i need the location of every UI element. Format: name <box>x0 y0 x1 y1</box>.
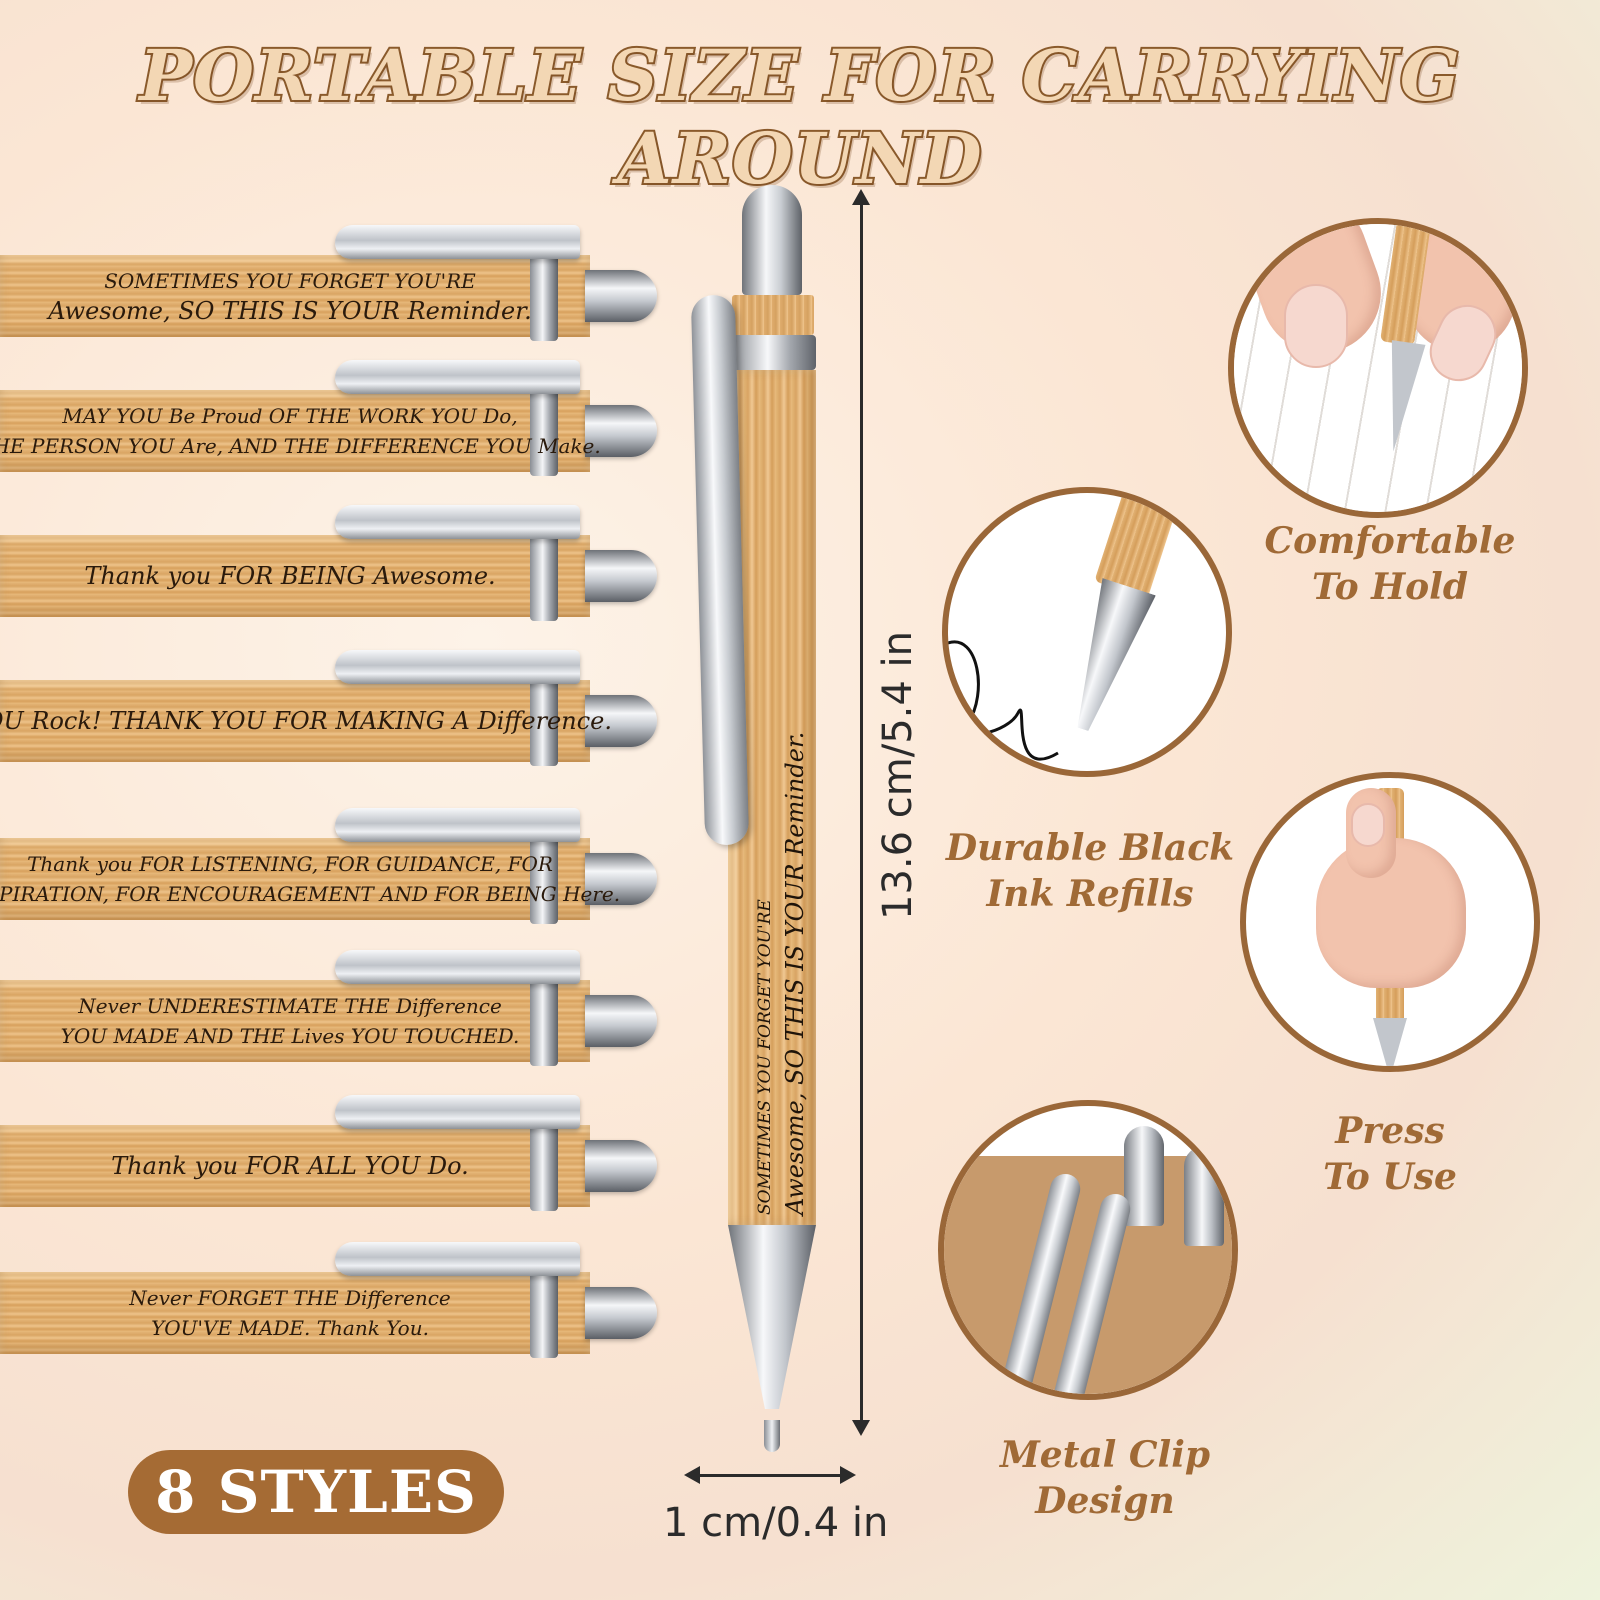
hand-writing-icon <box>1228 218 1528 518</box>
pen-ring <box>530 386 558 476</box>
pen-line-1: SOMETIMES YOU FORGET YOU'RE <box>104 269 476 293</box>
pen-style-7: Thank you FOR ALL YOU Do. <box>0 1095 660 1211</box>
pen-collar <box>732 295 814 335</box>
page-title: PORTABLE SIZE FOR CARRYING AROUND <box>137 32 1461 202</box>
pen-line-1: SOMETIMES YOU FORGET YOU'RE <box>755 899 775 1215</box>
feature-press-label: Press To Use <box>1250 1108 1530 1200</box>
pen-engraving: Thank you FOR ALL YOU Do. <box>10 1135 570 1197</box>
pen-clip <box>335 1095 580 1129</box>
pen-button <box>585 695 657 747</box>
pen-cap <box>1184 1146 1224 1246</box>
feature-comfortable-label: Comfortable To Hold <box>1250 518 1530 610</box>
pen-barrel <box>0 1125 590 1207</box>
fingernail <box>1351 803 1385 847</box>
pen-button <box>585 853 657 905</box>
feature-line-1: Comfortable <box>1264 520 1516 562</box>
pen-line-2: Thank you FOR ALL YOU Do. <box>111 1152 469 1180</box>
pen-line-2: Awesome, SO THIS IS YOUR Reminder. <box>48 297 532 325</box>
pen-style-3: Thank you FOR BEING Awesome. <box>0 505 660 621</box>
feature-line-1: Press <box>1335 1110 1445 1152</box>
pen-style-4: YOU Rock! THANK YOU FOR MAKING A Differe… <box>0 650 660 766</box>
pen-barrel <box>0 390 590 472</box>
pen-ring <box>530 1268 558 1358</box>
feature-clip-label: Metal Clip Design <box>955 1432 1255 1524</box>
pen-engraving: Never UNDERESTIMATE THE Difference YOU M… <box>10 990 570 1052</box>
pen-button <box>585 270 657 322</box>
pen-engraving: YOU Rock! THANK YOU FOR MAKING A Differe… <box>0 690 612 752</box>
pen-style-6: Never UNDERESTIMATE THE Difference YOU M… <box>0 950 660 1066</box>
hand-holding-pen-icon <box>1240 772 1540 1072</box>
height-dimension-arrow <box>852 189 870 1436</box>
pen-line-2: THE PERSON YOU Are, AND THE DIFFERENCE Y… <box>0 434 601 458</box>
pen-ring <box>530 531 558 621</box>
pen-ring <box>728 335 816 370</box>
pen-line-2: Awesome, SO THIS IS YOUR Reminder. <box>781 731 809 1215</box>
pen-tip <box>1373 1018 1407 1066</box>
pen-ring <box>530 1121 558 1211</box>
fingernail <box>1284 284 1348 368</box>
feature-line-2: To Use <box>1323 1156 1457 1198</box>
pen-line-1: Never FORGET THE Difference <box>129 1286 451 1310</box>
feature-line-1: Durable Black <box>945 827 1235 869</box>
pen-engraving: SOMETIMES YOU FORGET YOU'RE Awesome, SO … <box>10 265 570 327</box>
pen-line-2: Thank you FOR BEING Awesome. <box>84 562 496 590</box>
pen-engraving: MAY YOU Be Proud OF THE WORK YOU Do, THE… <box>0 400 601 462</box>
pen-button <box>585 995 657 1047</box>
pen-clip <box>335 950 580 984</box>
pen-line-2: YOU Rock! THANK YOU FOR MAKING A Differe… <box>0 707 612 735</box>
pen-engraving: Thank you FOR LISTENING, FOR GUIDANCE, F… <box>0 848 620 910</box>
height-dimension-label: 13.6 cm/5.4 in <box>875 630 921 920</box>
pen-line-2: YOU'VE MADE. Thank You. <box>151 1316 429 1340</box>
pen-clip <box>335 505 580 539</box>
pen-button <box>585 550 657 602</box>
pen-button <box>585 1140 657 1192</box>
pen-tip <box>764 1420 780 1452</box>
pen-barrel <box>0 680 590 762</box>
pen-clip <box>335 360 580 394</box>
pen-line-2: INSPIRATION, FOR ENCOURAGEMENT AND FOR B… <box>0 882 621 906</box>
pen-button <box>585 1287 657 1339</box>
pen-line-1: Never UNDERESTIMATE THE Difference <box>78 994 502 1018</box>
width-dimension-label: 1 cm/0.4 in <box>663 1500 889 1546</box>
pen-engraving: Never FORGET THE Difference YOU'VE MADE.… <box>10 1282 570 1344</box>
pen-line-1: MAY YOU Be Proud OF THE WORK YOU Do, <box>62 404 518 428</box>
pen-cap <box>742 185 802 295</box>
pen-barrel <box>0 1272 590 1354</box>
pen-style-5: Thank you FOR LISTENING, FOR GUIDANCE, F… <box>0 808 660 924</box>
feature-line-2: To Hold <box>1311 566 1469 608</box>
feature-line-2: Design <box>1035 1480 1175 1522</box>
ink-scribble <box>948 640 1059 761</box>
pen-line-1: Thank you FOR LISTENING, FOR GUIDANCE, F… <box>27 852 553 876</box>
pen-style-2: MAY YOU Be Proud OF THE WORK YOU Do, THE… <box>0 360 660 476</box>
styles-badge: 8 STYLES <box>128 1450 504 1534</box>
pen-barrel <box>0 535 590 617</box>
feature-line-2: Ink Refills <box>986 873 1194 915</box>
pen-ring <box>530 976 558 1066</box>
pen-engraving: SOMETIMES YOU FORGET YOU'RE Awesome, SO … <box>750 715 810 1215</box>
pen-line-2: YOU MADE AND THE Lives YOU TOUCHED. <box>60 1024 520 1048</box>
pen-ring <box>530 251 558 341</box>
pen-cap <box>1124 1126 1164 1226</box>
pen-style-1: SOMETIMES YOU FORGET YOU'RE Awesome, SO … <box>0 225 660 341</box>
pen-clip <box>335 1242 580 1276</box>
pen-barrel <box>0 980 590 1062</box>
feature-ink-label: Durable Black Ink Refills <box>940 825 1240 917</box>
pen-ring <box>530 676 558 766</box>
pen-barrel <box>0 838 590 920</box>
center-pen: SOMETIMES YOU FORGET YOU'RE Awesome, SO … <box>690 185 820 1452</box>
pen-clip <box>335 808 580 842</box>
metal-clip-icon <box>938 1100 1238 1400</box>
pen-clip <box>335 650 580 684</box>
feature-line-1: Metal Clip <box>999 1434 1211 1476</box>
pen-cone <box>728 1225 816 1409</box>
pen-engraving: Thank you FOR BEING Awesome. <box>10 545 570 607</box>
pen-button <box>585 405 657 457</box>
pen-clip <box>335 225 580 259</box>
width-dimension-arrow <box>684 1466 856 1484</box>
pen-style-8: Never FORGET THE Difference YOU'VE MADE.… <box>0 1242 660 1358</box>
pen-tip-icon <box>942 487 1232 777</box>
pen-barrel <box>0 255 590 337</box>
pen-ring <box>530 834 558 924</box>
